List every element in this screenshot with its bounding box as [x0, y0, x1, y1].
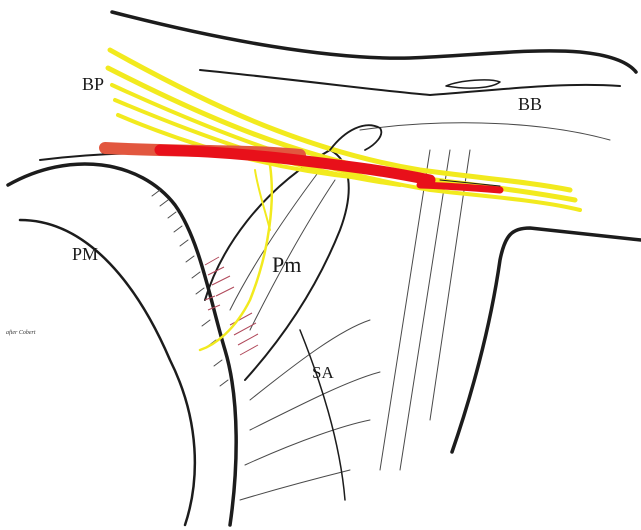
pectoralis-major-ticks	[152, 190, 228, 386]
humerus-line-2	[400, 150, 450, 470]
pectoralis-major-outline	[8, 164, 236, 525]
humerus-line-1	[380, 150, 430, 470]
label-bb: BB	[518, 94, 542, 114]
pectoralis-major-lower	[20, 220, 195, 525]
arm-outline-lower	[452, 228, 641, 452]
clavicle-outline	[200, 70, 620, 95]
serratus-anterior-line-3	[245, 420, 370, 465]
label-bp: BP	[82, 74, 104, 94]
acromion-detail	[446, 80, 500, 88]
brachial-plexus-nerves	[108, 50, 580, 350]
arm-contour	[360, 123, 610, 140]
label-pm-major: PM	[72, 244, 98, 264]
shoulder-outline	[112, 12, 636, 72]
serratus-anterior-line-1	[250, 320, 370, 400]
label-sa: SA	[312, 363, 334, 382]
coracoid-process	[330, 125, 381, 150]
credit-text: after Cobert	[6, 329, 36, 336]
chest-wall-outline	[300, 330, 345, 500]
serratus-anterior-line-4	[240, 470, 350, 500]
label-pm-minor: Pm	[272, 252, 301, 277]
